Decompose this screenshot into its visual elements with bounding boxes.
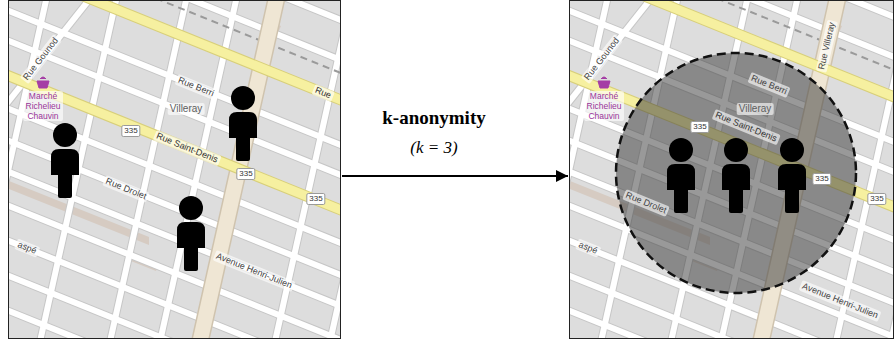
street-name: Rue Gounod [20,34,63,84]
street-name: aspé [14,238,40,257]
street-name: Marché Richelieu Chauvin [23,91,63,121]
street-name: Villeray [168,103,205,115]
map-panel: Rue GounodRue BerriVilleray Rue Marché Ric… [8,0,341,339]
anonymity-region [616,53,856,293]
street-name: Rue Drolet [102,175,150,203]
person-icon [778,138,806,213]
edge-label: k-anonymity [382,107,485,129]
street-name: Rue Gounod [581,34,624,84]
person-icon [667,138,695,213]
street-name: Villeray [737,103,774,115]
map-panel: Rue Gounod Rue VillerayRue BerriVilleray M… [569,0,894,339]
street-name: Rue Saint-Denis [153,130,222,166]
street-name: aspé [575,238,601,257]
street-name: Avenue Henri-Julien [213,250,296,292]
route-shield: 335 [121,125,140,137]
route-shield: 335 [306,193,325,205]
street-name: Rue Berri [747,72,790,98]
route-shield: 335 [867,193,886,205]
street-name: Rue Drolet [622,189,670,217]
right-map [470,0,894,339]
person-icon [51,123,79,198]
street-map [570,1,893,338]
street-map [9,1,340,338]
parameter-label: (k = 3) [410,138,457,158]
left-map [0,0,407,339]
person-icon [229,86,257,161]
route-shield: 335 [236,168,255,180]
street-name: Rue Berri [174,74,217,100]
route-shield: 335 [812,173,831,185]
street-name: Rue Villeray [816,19,838,72]
street-name: Avenue Henri-Julien [799,280,882,322]
arrow-connector [342,175,568,177]
street-name: Rue [311,84,334,102]
street-name: Marché Richelieu Chauvin [584,91,624,121]
person-icon [177,196,205,271]
route-shield: 335 [690,121,709,133]
person-icon [722,138,750,213]
